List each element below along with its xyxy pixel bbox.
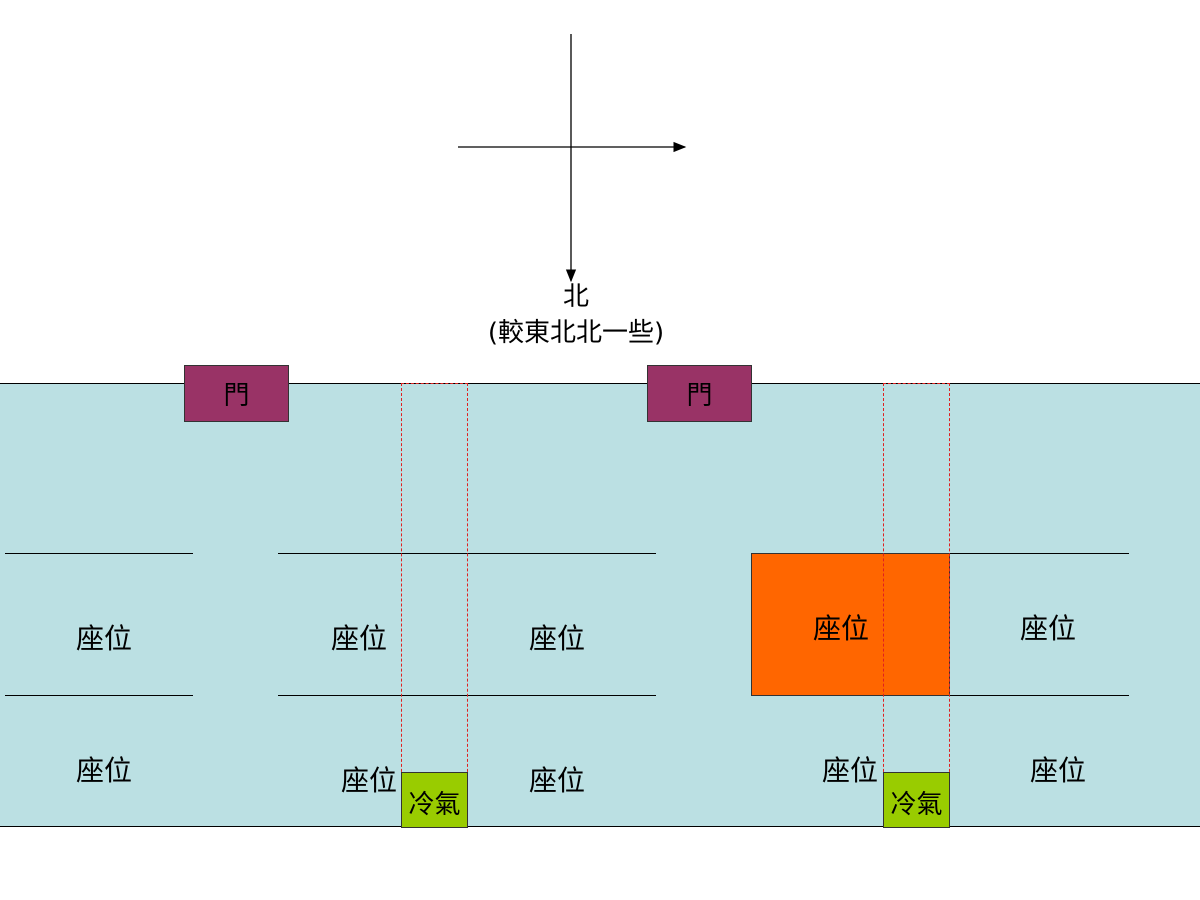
door: 門 xyxy=(647,365,752,422)
air-conditioner: 冷氣 xyxy=(883,772,950,828)
ac-airflow-zone xyxy=(883,383,950,827)
highlighted-seat-area xyxy=(751,553,950,696)
seat: 座位 xyxy=(330,622,388,655)
seat-highlighted: 座位 xyxy=(812,612,870,645)
seat: 座位 xyxy=(528,764,586,797)
north-label: 北 xyxy=(562,282,590,312)
compass xyxy=(458,34,687,283)
air-conditioner: 冷氣 xyxy=(401,772,468,828)
seat: 座位 xyxy=(75,622,133,655)
north-note: (較東北北一些) xyxy=(487,318,665,348)
seat: 座位 xyxy=(821,754,879,787)
seat: 座位 xyxy=(75,754,133,787)
seat: 座位 xyxy=(1019,612,1077,645)
ac-airflow-zone xyxy=(401,383,468,827)
seat: 座位 xyxy=(528,622,586,655)
seat: 座位 xyxy=(1029,754,1087,787)
room-floor xyxy=(0,383,1200,827)
row-divider xyxy=(5,695,193,696)
seat: 座位 xyxy=(340,764,398,797)
row-divider xyxy=(950,695,1129,696)
row-divider xyxy=(5,553,193,554)
row-divider xyxy=(950,553,1129,554)
door: 門 xyxy=(184,365,289,422)
